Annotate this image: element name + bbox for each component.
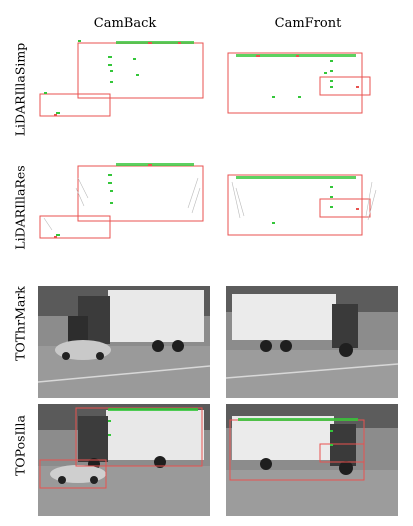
row-label-lidarillasimp: LiDARIllaSimp [12,42,28,137]
panel-lidarillasimp-camback [38,36,210,156]
row-label-toposilla: TOPosIlla [12,415,28,476]
panel-lidarillares-camback [38,158,210,278]
column-header-camfront: CamFront [274,16,342,31]
row-label-tothrmark: TOThrMark [12,286,28,361]
panel-lidarillares-camfront [226,158,398,278]
column-header-camback: CamBack [93,16,157,31]
panel-tothrmark-camfront [226,286,398,406]
panel-lidarillasimp-camfront [226,36,398,156]
row-label-lidarillares: LiDARIllaRes [12,165,28,250]
panel-tothrmark-camback [38,286,210,406]
panel-toposilla-camback [38,404,210,524]
panel-toposilla-camfront [226,404,398,524]
